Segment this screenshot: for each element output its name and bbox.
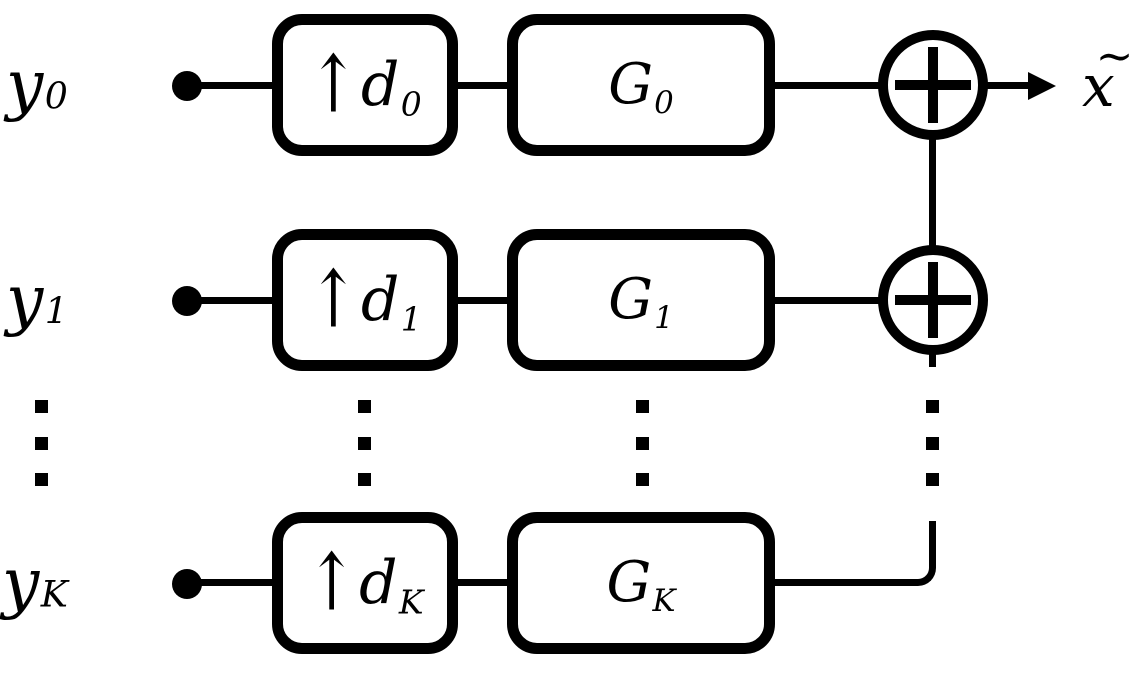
filter-block-g1: G1 xyxy=(507,229,775,371)
tilde-accent: ~ xyxy=(1095,29,1134,83)
ellipsis-dot xyxy=(636,473,649,486)
filter-block-g0: G0 xyxy=(507,14,775,156)
ellipsis-dot xyxy=(636,437,649,450)
filter-label-g0: G0 xyxy=(608,57,674,119)
upsampler-block-d0: ↑d0 xyxy=(272,14,458,156)
upsampler-label-dK: ↑dK xyxy=(306,543,423,622)
wire-filter-to-adder xyxy=(772,297,880,304)
ellipsis-dot xyxy=(35,437,48,450)
ellipsis-dot xyxy=(358,400,371,413)
ellipsis-dot xyxy=(358,437,371,450)
input-node-icon xyxy=(172,71,202,101)
upsampler-block-d1: ↑d1 xyxy=(272,229,458,371)
upsampler-label-dK-base: d xyxy=(359,548,398,618)
ellipsis-dot xyxy=(636,400,649,413)
input-node-icon xyxy=(172,286,202,316)
output-label-xtilde: ~x xyxy=(1082,33,1133,130)
wire-adder1-bottom-stub xyxy=(929,354,936,367)
upsampler-label-dK-sub: K xyxy=(398,582,424,622)
upsample-arrow-icon: ↑ xyxy=(308,253,359,347)
input-label-y1-sub: 1 xyxy=(44,289,68,333)
output-arrowhead-icon xyxy=(1028,72,1056,100)
output-label-base: x xyxy=(1082,52,1115,120)
ellipsis-dot xyxy=(926,437,939,450)
upsampler-label-d1-sub: 1 xyxy=(400,299,422,339)
filter-label-g1-sub: 1 xyxy=(654,299,674,336)
wire-filter-to-adder-chain xyxy=(772,579,892,586)
wire-elbow-up xyxy=(885,521,936,586)
plus-icon-1-vbar xyxy=(928,262,938,338)
upsampler-label-d1: ↑d1 xyxy=(308,260,421,339)
ellipsis-dot xyxy=(35,400,48,413)
input-label-yK-base: y xyxy=(2,544,40,621)
input-label-yK-sub: K xyxy=(40,572,68,616)
upsampler-label-d1-base: d xyxy=(360,265,400,335)
upsample-arrow-icon: ↑ xyxy=(308,38,359,132)
ellipsis-dot xyxy=(358,473,371,486)
wire-adder1-to-adder0 xyxy=(929,139,936,246)
ellipsis-dot xyxy=(926,473,939,486)
wire-input-to-upsampler xyxy=(198,579,274,586)
wire-upsampler-to-filter xyxy=(454,579,510,586)
upsample-arrow-icon: ↑ xyxy=(306,536,357,630)
wire-input-to-upsampler xyxy=(198,82,274,89)
filter-label-gK-sub: K xyxy=(652,582,676,619)
upsampler-label-d0-sub: 0 xyxy=(400,84,422,124)
wire-adder-to-output xyxy=(986,82,1030,89)
filter-label-g0-base: G xyxy=(608,52,653,117)
plus-icon-0-vbar xyxy=(928,47,938,123)
wire-input-to-upsampler xyxy=(198,297,274,304)
ellipsis-dot xyxy=(35,473,48,486)
wire-filter-to-adder xyxy=(772,82,880,89)
filter-label-g1-base: G xyxy=(608,267,653,332)
upsampler-label-d0: ↑d0 xyxy=(308,45,421,124)
filter-label-gK: GK xyxy=(607,555,676,617)
filter-block-gK: GK xyxy=(507,512,775,654)
input-label-y1-base: y xyxy=(6,261,44,338)
filter-label-g1: G1 xyxy=(608,272,674,334)
wire-upsampler-to-filter xyxy=(454,82,510,89)
input-label-y0-base: y xyxy=(6,46,44,123)
upsampler-block-dK: ↑dK xyxy=(272,512,458,654)
input-label-y0-sub: 0 xyxy=(44,74,68,118)
ellipsis-dot xyxy=(926,400,939,413)
wire-upsampler-to-filter xyxy=(454,297,510,304)
input-node-icon xyxy=(172,569,202,599)
filter-label-g0-sub: 0 xyxy=(654,84,674,121)
upsampler-label-d0-base: d xyxy=(360,50,400,120)
filter-label-gK-base: G xyxy=(606,550,652,615)
